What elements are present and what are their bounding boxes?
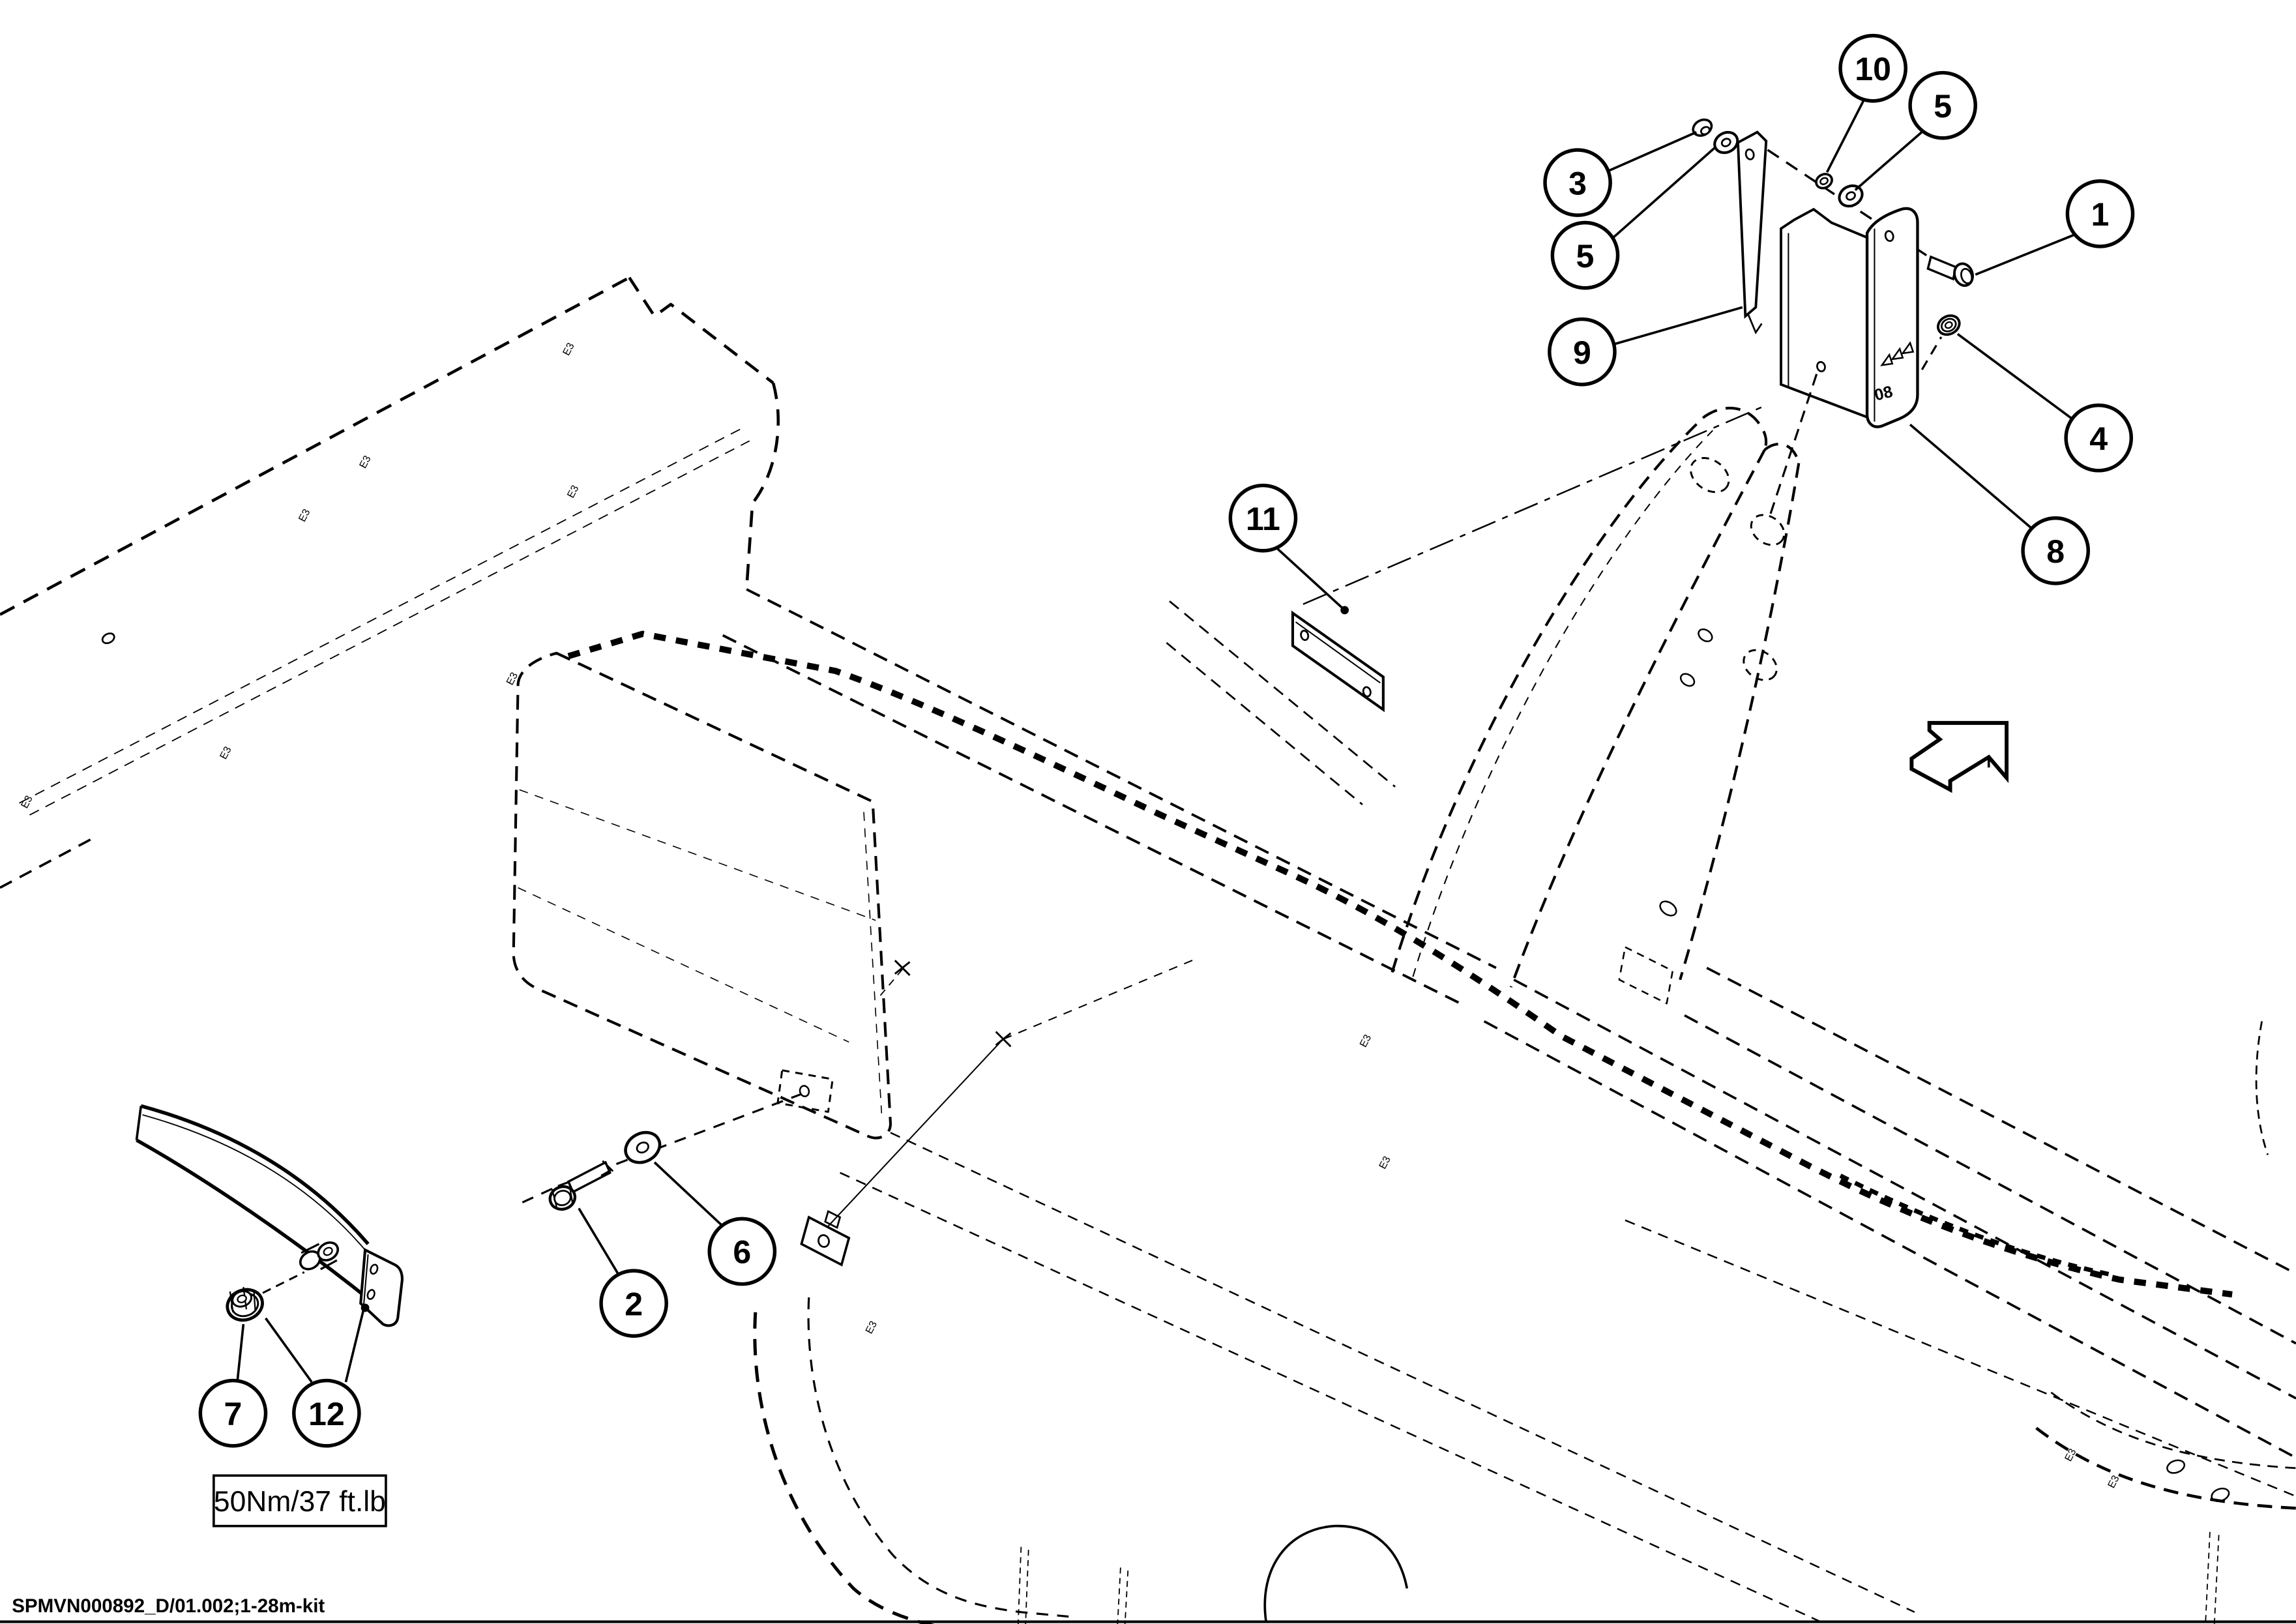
svg-text:6: 6 <box>733 1234 751 1271</box>
part-washer-6 <box>624 1130 662 1164</box>
svg-text:5: 5 <box>1576 238 1595 274</box>
svg-text:E3: E3 <box>297 507 312 524</box>
callout-2[interactable]: 2 <box>599 1269 668 1338</box>
stamp-marks: E3 E3 E3 E3 E3 E3 E3 E3 E3 E3 E3 E3 <box>20 341 2122 1490</box>
part-flange-nut-7 <box>226 1286 264 1322</box>
part-bolt-3 <box>1692 118 1713 137</box>
svg-text:08: 08 <box>1872 383 1894 405</box>
leader-line <box>1854 129 1924 191</box>
callouts: 1 2 3 4 5 5 6 7 8 9 10 1 <box>198 33 2135 1448</box>
leader-dot <box>1340 606 1349 615</box>
leader-line <box>1956 332 2073 420</box>
leader-line <box>1975 233 2076 276</box>
part-spacer-12 <box>299 1241 340 1271</box>
torque-value: 50Nm/37 ft.lb <box>214 1486 386 1518</box>
leader-line <box>1825 98 1866 173</box>
part-bolt-2 <box>548 1160 614 1211</box>
svg-text:10: 10 <box>1855 51 1891 87</box>
main-chord-beams <box>722 588 1497 1008</box>
wing-beam <box>0 276 780 889</box>
leader-line <box>653 1161 724 1228</box>
frame-beams-right <box>840 966 2296 1624</box>
svg-text:1: 1 <box>2091 196 2110 233</box>
leader-line <box>236 1323 245 1381</box>
cover-panel <box>512 651 892 1140</box>
svg-text:12: 12 <box>308 1396 345 1432</box>
tarp-cable-loop <box>1839 1174 2114 1278</box>
svg-text:8: 8 <box>2046 533 2065 570</box>
svg-text:E3: E3 <box>1377 1155 1393 1171</box>
callout-7[interactable]: 7 <box>198 1378 268 1448</box>
chassis-lower <box>753 1297 1409 1624</box>
torque-label: 50Nm/37 ft.lb <box>213 1474 387 1528</box>
direction-arrow-icon <box>1909 720 2009 793</box>
svg-text:E3: E3 <box>1358 1033 1374 1049</box>
svg-text:E3: E3 <box>864 1320 879 1336</box>
callout-12[interactable]: 12 <box>292 1378 361 1448</box>
svg-text:3: 3 <box>1568 165 1587 201</box>
callout-5-upper[interactable]: 5 <box>1908 70 1977 140</box>
leader-line <box>1608 130 1697 172</box>
part-strip-9 <box>1736 130 1768 334</box>
leader-lines <box>236 98 2076 1383</box>
part-bolt-1 <box>1926 255 1974 287</box>
part-anchor-bracket <box>776 1069 851 1267</box>
callout-9[interactable]: 9 <box>1548 317 1617 387</box>
tarp-cable <box>567 630 2233 1298</box>
leader-line <box>344 1308 365 1383</box>
svg-text:11: 11 <box>1246 501 1280 537</box>
leader-line <box>1613 306 1743 346</box>
callout-4[interactable]: 4 <box>2064 403 2134 473</box>
svg-text:E3: E3 <box>561 341 576 357</box>
svg-text:E3: E3 <box>565 484 581 500</box>
leader-line <box>1612 146 1717 239</box>
svg-text:E3: E3 <box>20 794 35 810</box>
leader-line <box>1909 423 2033 529</box>
frame-corner-bottom-right <box>2035 1391 2296 1624</box>
frame-drawing: E3 E3 E3 E3 E3 E3 E3 E3 E3 E3 E3 E3 <box>0 276 2296 1624</box>
part-blade <box>135 1104 404 1327</box>
part-nut-10 <box>1815 173 1833 190</box>
svg-text:4: 4 <box>2089 421 2108 457</box>
svg-text:E3: E3 <box>218 745 234 761</box>
part-washer-5-upper-left <box>1713 130 1739 155</box>
leader-line <box>578 1207 620 1276</box>
callout-1[interactable]: 1 <box>2065 179 2135 248</box>
leader-line <box>1275 546 1346 612</box>
callout-6[interactable]: 6 <box>707 1217 777 1286</box>
leader-line <box>265 1317 313 1383</box>
callout-3[interactable]: 3 <box>1543 148 1612 217</box>
callout-10[interactable]: 10 <box>1838 33 1907 103</box>
part-washer-5-upper-right <box>1838 184 1864 208</box>
drawing-code: SPMVN000892_D/01.002;1-28m-kit <box>12 1595 325 1617</box>
mast-uprights <box>1391 407 1801 1005</box>
part-bracket-plate-8: 08 <box>1780 207 1919 428</box>
svg-text:2: 2 <box>625 1286 643 1322</box>
leader-dot <box>361 1303 370 1312</box>
parts: 08 <box>135 118 1974 1327</box>
svg-text:E3: E3 <box>358 454 374 470</box>
callout-8[interactable]: 8 <box>2021 516 2090 585</box>
svg-text:5: 5 <box>1934 88 1952 125</box>
callout-5-lower[interactable]: 5 <box>1550 220 1620 290</box>
part-plate-11 <box>1291 610 1385 713</box>
callout-11[interactable]: 11 <box>1228 483 1298 553</box>
svg-text:9: 9 <box>1573 334 1591 371</box>
svg-text:7: 7 <box>224 1396 243 1432</box>
part-nut-4 <box>1936 314 1961 336</box>
